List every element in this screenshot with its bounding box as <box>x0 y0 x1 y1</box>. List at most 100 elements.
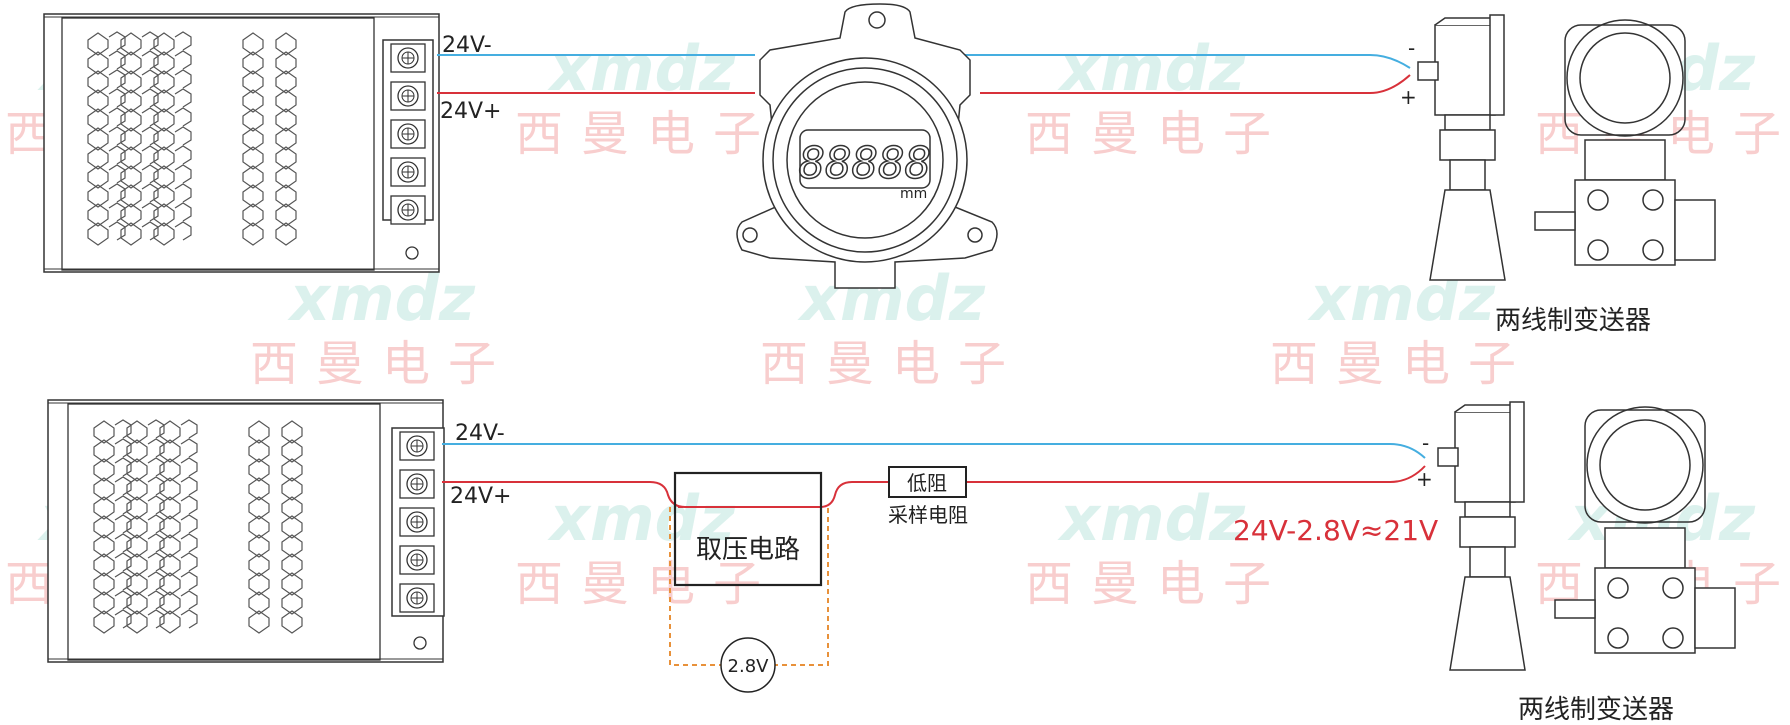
vent-hole <box>159 591 181 615</box>
vent-hole <box>174 31 192 51</box>
vent-hole <box>87 146 109 170</box>
vent-hole <box>126 420 148 444</box>
vent-hole <box>180 457 198 477</box>
vent-pattern <box>93 419 303 634</box>
vent-hole <box>242 203 264 227</box>
watermark-logo: xmdz <box>287 262 476 335</box>
terminal-pos-label: 24V+ <box>450 484 511 509</box>
vent-hole <box>93 610 115 634</box>
vent-hole <box>93 496 115 520</box>
vent-hole <box>153 165 175 189</box>
vent-hole <box>87 32 109 56</box>
vent-hole <box>126 477 148 501</box>
vent-hole <box>87 165 109 189</box>
vent-pattern <box>87 31 297 246</box>
terminal-screw <box>399 507 435 537</box>
vent-hole <box>159 439 181 463</box>
vent-hole <box>120 222 142 246</box>
vent-hole <box>174 183 192 203</box>
vent-hole <box>242 32 264 56</box>
vent-hole <box>180 476 198 496</box>
vent-hole <box>281 496 303 520</box>
vent-hole <box>275 89 297 113</box>
vent-hole <box>159 534 181 558</box>
vent-hole <box>87 203 109 227</box>
pressure-transmitter-top <box>1534 19 1716 266</box>
vent-hole <box>87 222 109 246</box>
vent-hole <box>242 184 264 208</box>
vent-hole <box>275 32 297 56</box>
terminal-screw <box>390 119 426 149</box>
vent-hole <box>174 164 192 184</box>
vent-hole <box>126 591 148 615</box>
vent-hole <box>248 534 270 558</box>
vent-hole <box>126 515 148 539</box>
terminal-screw <box>390 81 426 111</box>
terminal-neg-label: 24V- <box>442 33 492 58</box>
watermark-text: 西曼电子 <box>250 336 514 392</box>
voltage-calculation: 24V-2.8V≈21V <box>1233 514 1438 547</box>
vent-hole <box>159 496 181 520</box>
vent-hole <box>281 610 303 634</box>
radar-transmitter-bottom <box>1437 401 1526 671</box>
vent-hole <box>281 534 303 558</box>
vent-hole <box>281 439 303 463</box>
vent-hole <box>281 420 303 444</box>
vent-hole <box>87 51 109 75</box>
vent-hole <box>153 89 175 113</box>
vent-hole <box>242 108 264 132</box>
vent-hole <box>126 553 148 577</box>
vent-hole <box>275 108 297 132</box>
resistor-label: 低阻 <box>907 471 947 495</box>
vent-hole <box>120 32 142 56</box>
pressure-transmitter-bottom <box>1554 406 1736 654</box>
vent-hole <box>281 572 303 596</box>
vent-hole <box>174 50 192 70</box>
watermark-text: 西曼电子 <box>1270 336 1534 392</box>
vent-hole <box>180 552 198 572</box>
vent-hole <box>275 146 297 170</box>
vent-hole <box>87 70 109 94</box>
vent-hole <box>153 127 175 151</box>
vent-hole <box>93 477 115 501</box>
digital-display-meter <box>736 3 998 289</box>
vent-hole <box>120 89 142 113</box>
vent-hole <box>126 496 148 520</box>
vent-hole <box>242 70 264 94</box>
vent-hole <box>281 458 303 482</box>
negative-wire <box>442 443 1426 459</box>
vent-hole <box>126 439 148 463</box>
watermark-text: 西曼电子 <box>1025 556 1289 612</box>
terminal-screw <box>399 545 435 575</box>
vent-hole <box>87 108 109 132</box>
vent-hole <box>242 51 264 75</box>
vent-hole <box>281 515 303 539</box>
vent-hole <box>159 420 181 444</box>
vent-hole <box>275 184 297 208</box>
transmitter-caption: 两线制变送器 <box>1495 306 1651 336</box>
vent-hole <box>120 108 142 132</box>
power-supply-bottom <box>47 399 445 663</box>
vent-hole <box>248 591 270 615</box>
vent-hole <box>248 553 270 577</box>
vent-hole <box>159 553 181 577</box>
power-supply-top <box>43 13 440 273</box>
vent-hole <box>93 534 115 558</box>
vent-hole <box>93 515 115 539</box>
vent-hole <box>242 146 264 170</box>
vent-hole <box>153 70 175 94</box>
terminal-screw <box>390 43 426 73</box>
vent-hole <box>275 51 297 75</box>
vent-hole <box>174 88 192 108</box>
terminal-screw <box>399 469 435 499</box>
vent-hole <box>275 127 297 151</box>
vent-hole <box>248 610 270 634</box>
transmitter-plus-label: + <box>1400 85 1417 109</box>
vent-hole <box>120 146 142 170</box>
vent-hole <box>120 184 142 208</box>
watermark-text: 西曼电子 <box>760 336 1024 392</box>
vent-hole <box>281 477 303 501</box>
vent-hole <box>174 69 192 89</box>
vent-hole <box>242 127 264 151</box>
